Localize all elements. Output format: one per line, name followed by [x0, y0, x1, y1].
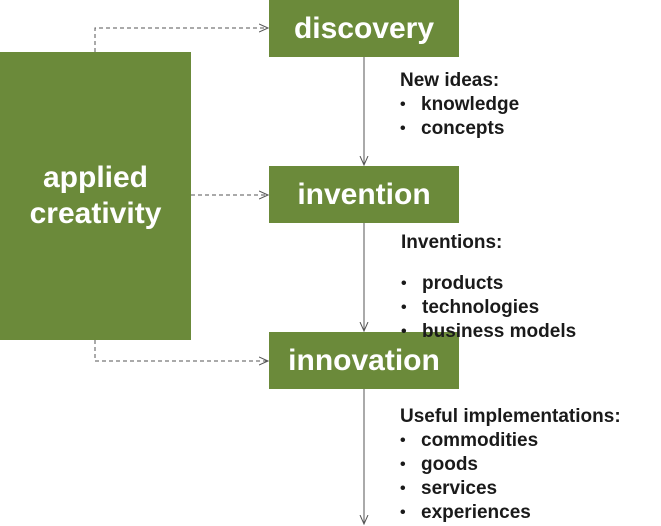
- list-item: concepts: [400, 117, 519, 141]
- new-ideas-block: New ideas: knowledge concepts: [400, 69, 519, 141]
- applied-creativity-line2: creativity: [29, 197, 162, 230]
- innovation-box: innovation: [269, 332, 459, 389]
- list-item: commodities: [400, 429, 621, 453]
- invention-box: invention: [269, 166, 459, 223]
- list-item: technologies: [401, 296, 576, 320]
- list-item: knowledge: [400, 93, 519, 117]
- applied-creativity-box: applied creativity: [0, 52, 191, 340]
- invention-label: invention: [297, 177, 431, 211]
- applied-creativity-line1: applied: [42, 161, 148, 194]
- list-item: goods: [400, 453, 621, 477]
- useful-implementations-block: Useful implementations: commodities good…: [400, 405, 621, 525]
- list-item: experiences: [400, 501, 621, 525]
- useful-implementations-heading: Useful implementations:: [400, 406, 621, 427]
- list-item: products: [401, 272, 576, 296]
- dashed-arrow-to-discovery: [94, 28, 268, 52]
- list-item: services: [400, 477, 621, 501]
- new-ideas-heading: New ideas:: [400, 70, 500, 91]
- inventions-block: Inventions: products technologies busine…: [401, 231, 576, 344]
- discovery-label: discovery: [293, 11, 435, 45]
- new-ideas-list: knowledge concepts: [400, 93, 519, 141]
- dashed-arrow-to-innovation: [94, 340, 268, 361]
- innovation-label: innovation: [288, 343, 440, 377]
- discovery-box: discovery: [269, 0, 459, 57]
- inventions-list: products technologies business models: [401, 272, 576, 344]
- useful-implementations-list: commodities goods services experiences: [400, 429, 621, 525]
- list-item: business models: [401, 320, 576, 344]
- inventions-heading: Inventions:: [401, 232, 503, 253]
